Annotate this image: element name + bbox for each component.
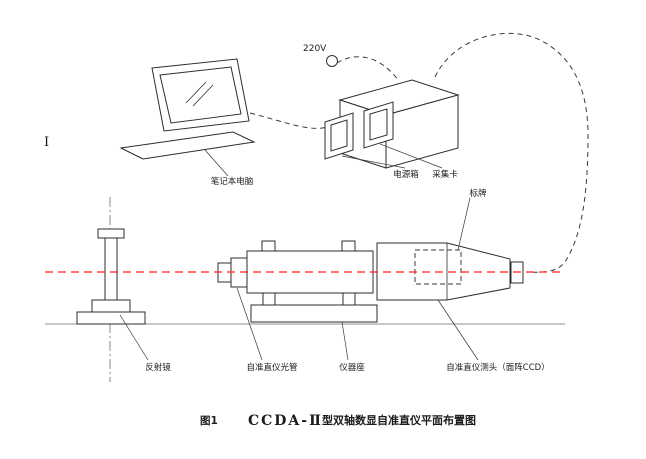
figure-caption-code: CCDA-Ⅱ [248, 413, 323, 429]
collimator-tube-label: 自准直仪光管 [246, 362, 297, 373]
power-port-inner [330, 119, 348, 152]
tube-leader [236, 287, 263, 361]
capture-card-leader [379, 143, 443, 169]
voltage-label: 220V [303, 44, 327, 54]
tube-stand-right [342, 292, 356, 306]
reflector-cap [97, 228, 125, 239]
instrument-base-block [250, 304, 378, 323]
power-box-right-face [385, 94, 459, 169]
reflector-mirror-plate [104, 237, 118, 301]
instrument-base-label: 仪器座 [339, 362, 365, 373]
screen-glare-line [192, 84, 214, 107]
reflector-label: 反射镜 [145, 362, 171, 373]
laptop-base [119, 131, 256, 160]
nameplate-leader [457, 197, 471, 251]
power-box-label: 电源箱 [393, 169, 419, 180]
screen-glare-line [185, 81, 207, 104]
tube-clamp-knob-right [341, 240, 356, 252]
tube-clamp-knob-left [261, 240, 276, 252]
tube-stand-left [262, 292, 276, 306]
reflector-foot [91, 299, 131, 313]
stray-cursor-mark: I [44, 135, 49, 150]
probe-head-label: 自准直仪测头（面阵CCD） [446, 362, 549, 373]
probe-leader [437, 299, 479, 361]
base-leader [341, 321, 349, 361]
power-box-drawing [324, 79, 460, 169]
figure-number: 图1 [200, 415, 218, 427]
laptop-cable [249, 112, 328, 129]
power-cord [336, 56, 399, 81]
probe-signal-cable [434, 33, 589, 273]
nameplate-label: 标牌 [469, 188, 487, 199]
reflector-drawing [76, 228, 146, 325]
laptop-base-edge [120, 147, 144, 160]
capture-card-slot-inner [369, 108, 388, 141]
reflector-leader [119, 314, 149, 361]
probe-head-drawing [376, 242, 524, 301]
laptop-leader [204, 149, 229, 177]
laptop-label: 笔记本电脑 [211, 176, 254, 187]
laptop-drawing [119, 58, 256, 160]
power-plug-symbol [326, 55, 338, 67]
laptop-screen-inner [159, 66, 242, 124]
capture-card-label: 采集卡 [432, 169, 458, 180]
power-box-leader [341, 155, 406, 169]
collimator-tube-drawing [217, 240, 378, 323]
figure-caption-text: 型双轴数显自准直仪平面布置图 [322, 413, 476, 427]
reflector-base [76, 311, 146, 325]
